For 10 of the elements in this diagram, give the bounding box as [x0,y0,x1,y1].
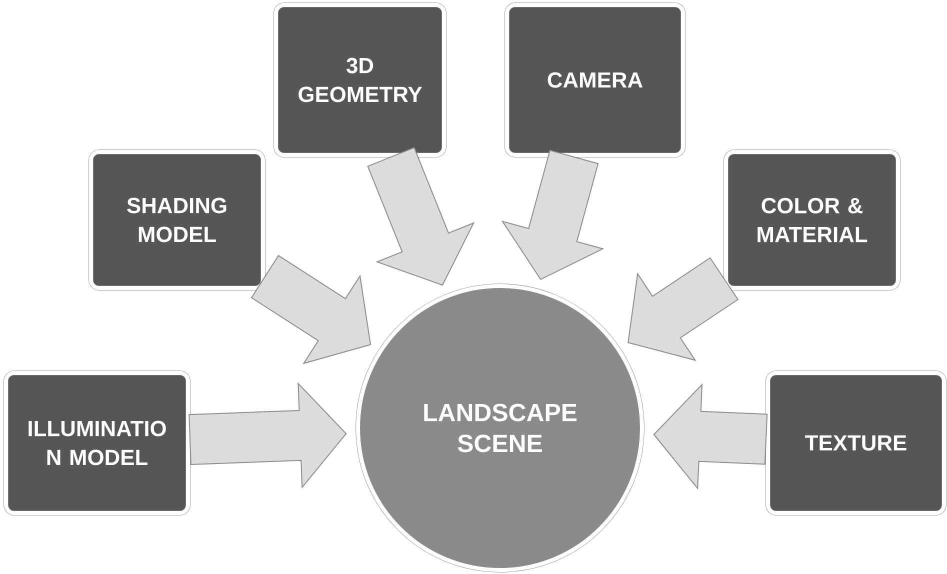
block-arrow [653,383,768,490]
component-box: CAMERA [504,2,686,158]
component-box: TEXTURE [766,370,946,516]
block-arrow [188,382,347,489]
component-box: COLOR & MATERIAL [724,150,900,290]
component-box: 3D GEOMETRY [274,2,446,158]
component-box: ILLUMINATIO N MODEL [4,370,190,516]
block-arrow [501,150,604,280]
block-arrow [367,147,475,286]
component-box: SHADING MODEL [88,150,266,290]
